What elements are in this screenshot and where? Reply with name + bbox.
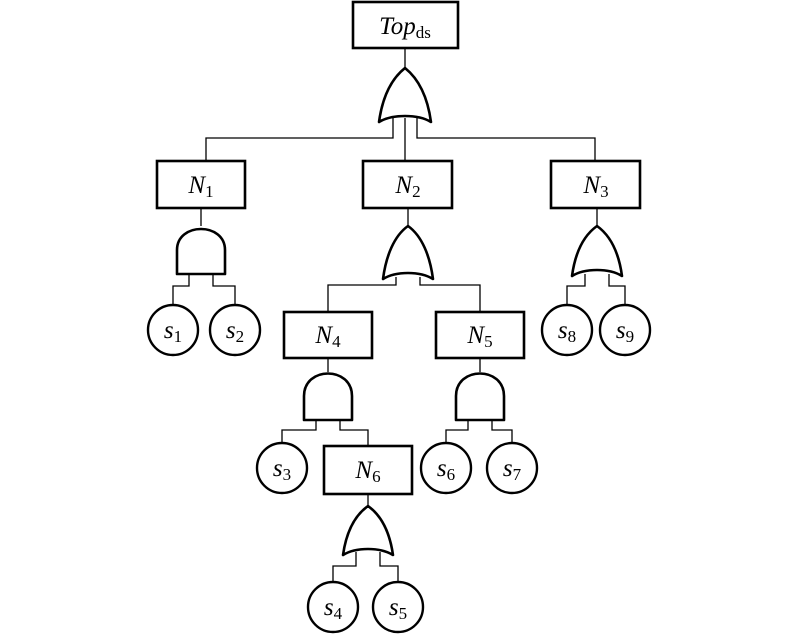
event-N6: N6 — [322, 444, 414, 496]
basic-event-circle — [146, 303, 200, 357]
basic-event-label: s8 — [558, 317, 576, 346]
event-N1: N1 — [155, 159, 247, 210]
event-N2: N2 — [361, 159, 454, 210]
and-gate-N5 — [454, 372, 506, 422]
event-box — [351, 0, 460, 50]
basic-event-circle — [255, 441, 309, 495]
event-label: N4 — [314, 322, 341, 351]
wire-N3-s9 — [608, 274, 626, 305]
wire-N4-N6 — [339, 420, 369, 446]
event-box — [361, 159, 454, 210]
wire-N1-s1 — [172, 274, 190, 305]
wire-N1-s2 — [212, 274, 236, 305]
basic-event-circle — [598, 303, 652, 357]
event-label: N6 — [354, 457, 380, 486]
wire-N3-s8 — [566, 274, 586, 305]
event-label: Topds — [379, 13, 431, 42]
basic-event-circle — [485, 441, 539, 495]
basic-event-s3: s3 — [255, 441, 309, 495]
wire-N2-N5 — [419, 277, 481, 312]
basic-event-label: s3 — [273, 455, 291, 484]
wire-N5-s7 — [491, 420, 513, 443]
basic-event-label: s5 — [389, 594, 407, 623]
event-label: N5 — [466, 322, 492, 351]
event-label: N2 — [394, 172, 420, 201]
basic-event-s9: s9 — [598, 303, 652, 357]
wire-N5-s6 — [445, 420, 469, 443]
wire-N6-s4 — [332, 552, 357, 583]
event-label: N1 — [187, 172, 213, 201]
basic-event-label: s4 — [324, 594, 343, 623]
wire-top-N3 — [416, 118, 596, 161]
event-box — [282, 310, 374, 360]
basic-event-label: s1 — [164, 317, 182, 346]
basic-event-circle — [419, 441, 473, 495]
and-gate-N4 — [302, 372, 354, 422]
event-box — [434, 310, 526, 360]
or-gate-N6 — [341, 504, 395, 557]
basic-event-label: s6 — [437, 455, 455, 484]
or-gate-N3 — [570, 224, 624, 278]
basic-event-s6: s6 — [419, 441, 473, 495]
and-gate-N1 — [175, 227, 227, 276]
basic-event-s4: s4 — [306, 580, 360, 634]
basic-event-circle — [306, 580, 360, 634]
basic-event-label: s7 — [503, 455, 522, 484]
event-label: N3 — [582, 172, 608, 201]
wire-top-N1 — [205, 118, 394, 161]
event-box — [549, 159, 642, 210]
basic-event-s2: s2 — [208, 303, 262, 357]
event-N3: N3 — [549, 159, 642, 210]
event-box — [322, 444, 414, 496]
event-box — [155, 159, 247, 210]
basic-event-s1: s1 — [146, 303, 200, 357]
basic-event-s8: s8 — [540, 303, 594, 357]
basic-event-label: s9 — [616, 317, 634, 346]
wire-N2-N4 — [327, 277, 397, 312]
or-gate-top — [377, 66, 433, 124]
or-gate-N2 — [381, 224, 435, 281]
event-top: Topds — [351, 0, 460, 50]
basic-event-label: s2 — [226, 317, 244, 346]
wire-N4-s3 — [281, 420, 317, 443]
basic-event-circle — [371, 580, 425, 634]
event-N4: N4 — [282, 310, 374, 360]
basic-event-s7: s7 — [485, 441, 539, 495]
basic-event-circle — [540, 303, 594, 357]
basic-event-circle — [208, 303, 262, 357]
wire-N6-s5 — [379, 552, 399, 583]
gates — [175, 66, 624, 557]
connector-lines — [172, 48, 626, 583]
event-N5: N5 — [434, 310, 526, 360]
basic-event-s5: s5 — [371, 580, 425, 634]
